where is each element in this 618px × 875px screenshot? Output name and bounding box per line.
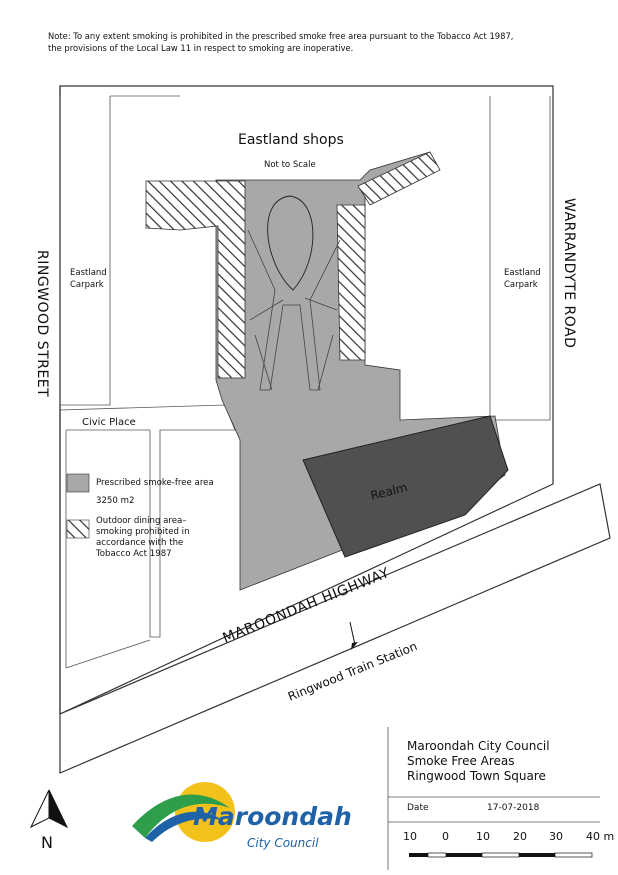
maroondah-logo-icon (132, 782, 235, 842)
civic-place-label: Civic Place (82, 417, 136, 428)
north-label: N (41, 833, 53, 852)
note-line-2: the provisions of the Local Law 11 in re… (48, 42, 354, 53)
date-value: 17-07-2018 (487, 803, 540, 813)
scale-label-1: 0 (442, 830, 449, 843)
carpark-right-line2: Carpark (504, 280, 538, 290)
left-carpark-boundary (59, 96, 111, 406)
warrandyte-road-label: WARRANDYTE ROAD (561, 198, 577, 348)
carpark-right-line1: Eastland (504, 268, 541, 278)
dining-area-left (145, 180, 246, 379)
dining-area-top-right (357, 151, 441, 206)
title-line-2: Smoke Free Areas (407, 754, 515, 768)
legend-dining-line4: Tobacco Act 1987 (96, 549, 172, 559)
scale-bar (409, 852, 593, 858)
title-block: Maroondah City Council Smoke Free Areas … (407, 739, 550, 784)
legend-smoke-free-swatch (66, 473, 90, 493)
scale-label-0: 10 (403, 830, 417, 843)
not-to-scale-label: Not to Scale (264, 160, 316, 170)
logo-name: Maroondah (193, 802, 352, 831)
smoking-note: Note: To any extent smoking is prohibite… (48, 31, 588, 54)
ringwood-street-label: RINGWOOD STREET (34, 250, 50, 397)
eastland-shops-label: Eastland shops (238, 132, 344, 148)
dining-area-right (336, 204, 366, 361)
legend-smoke-free-label: Prescribed smoke-free area (96, 478, 214, 488)
square-feature (267, 195, 314, 291)
date-label: Date (407, 803, 429, 813)
right-carpark-boundary (489, 96, 551, 421)
scale-label-5: 40 m (586, 830, 615, 843)
legend-dining-swatch (66, 519, 90, 539)
note-line-1: Note: To any extent smoking is prohibite… (48, 31, 514, 41)
maroondah-highway-road (59, 483, 611, 774)
legend-dining-line3: accordance with the (96, 538, 184, 548)
scale-label-4: 30 (549, 830, 563, 843)
carpark-left-line1: Eastland (70, 268, 107, 278)
title-line-1: Maroondah City Council (407, 739, 550, 753)
legend-dining: Outdoor dining area– smoking prohibited … (96, 516, 190, 560)
logo-sub: City Council (247, 836, 319, 850)
date-row: Date 17-07-2018 (407, 803, 539, 813)
legend-dining-line2: smoking prohibited in (96, 527, 190, 537)
scale-label-2: 10 (476, 830, 490, 843)
north-arrow-icon (29, 789, 69, 829)
scale-label-3: 20 (513, 830, 527, 843)
realm-building (302, 415, 509, 558)
legend-smoke-free-area: 3250 m2 (96, 496, 135, 506)
legend-dining-line1: Outdoor dining area– (96, 516, 187, 526)
carpark-left-line2: Carpark (70, 280, 104, 290)
title-line-3: Ringwood Town Square (407, 769, 546, 783)
legend-smoke-free: Prescribed smoke-free area 3250 m2 (96, 478, 214, 507)
